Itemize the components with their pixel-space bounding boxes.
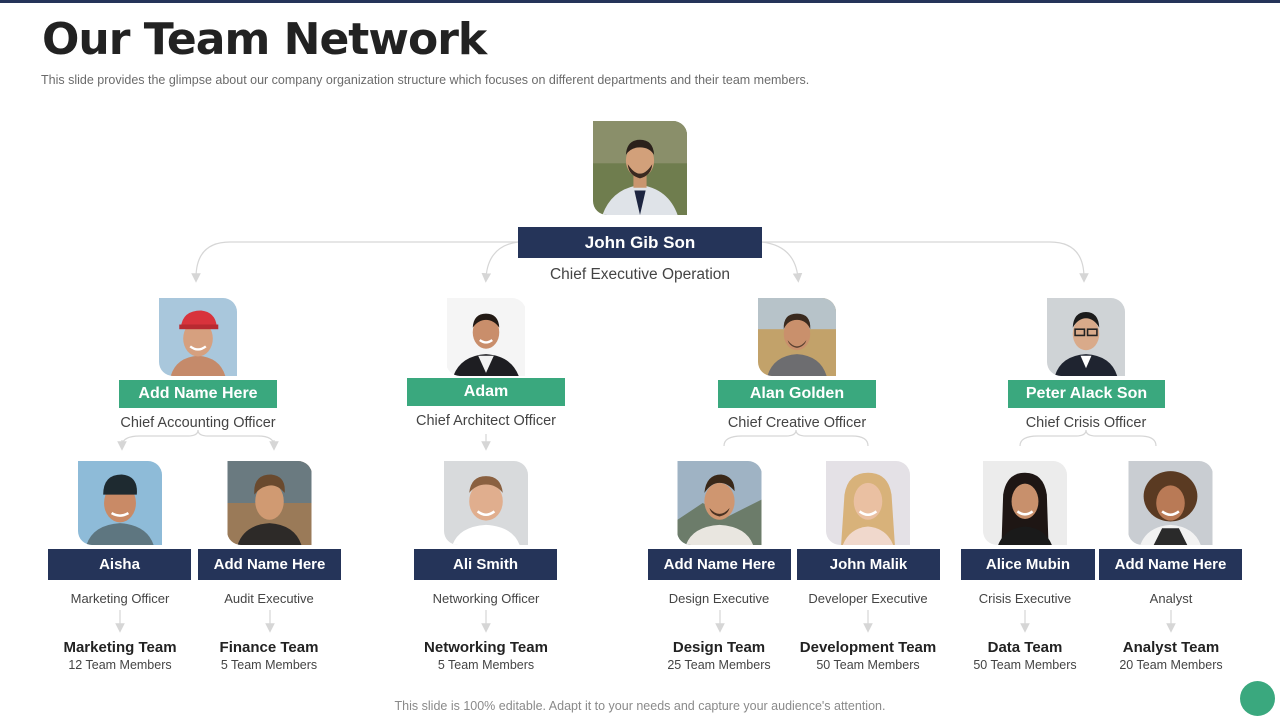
footer-note: This slide is 100% editable. Adapt it to… [394,699,886,713]
member-role: Developer Executive [808,591,928,606]
ceo-name-bar: John Gib Son [518,227,762,258]
chief-photo [446,298,526,376]
corner-circle-decoration [1240,681,1275,716]
chief-role: Chief Creative Officer [727,415,867,431]
connector-chief-3-brace [723,429,869,447]
team-name: Networking Team [424,639,548,656]
member-role: Analyst [1149,591,1193,606]
chief-photo [1047,298,1125,376]
chief-role: Chief Crisis Officer [1025,415,1147,431]
team-member-count: 12 Team Members [68,658,172,672]
team-member-count: 50 Team Members [816,658,920,672]
member-name-bar: Aisha [48,549,191,580]
member-role: Networking Officer [432,591,540,606]
chief-role: Chief Accounting Officer [120,415,276,431]
connector-ceo-chief-2 [481,241,519,283]
team-member-count: 20 Team Members [1119,658,1223,672]
member-photo [826,461,910,545]
member-role: Crisis Executive [978,591,1072,606]
chief-role: Chief Architect Officer [416,413,556,429]
ceo-role: Chief Executive Operation [549,266,731,283]
team-name: Development Team [799,639,937,656]
member-name-bar: Alice Mubin [961,549,1095,580]
team-member-count: 25 Team Members [667,658,771,672]
team-member-count: 50 Team Members [973,658,1077,672]
team-name: Data Team [987,639,1063,656]
connector-chief-4-brace [1019,429,1157,447]
member-name-bar: Ali Smith [414,549,557,580]
top-accent-bar [0,0,1280,3]
member-name-bar: John Malik [797,549,940,580]
member-role: Marketing Officer [70,591,170,606]
member-name-bar: Add Name Here [198,549,341,580]
member-role: Audit Executive [224,591,314,606]
connector-ceo-chief-1 [191,241,518,283]
page-title: Our Team Network [42,14,487,65]
chief-photo [758,298,836,376]
page-subtitle: This slide provides the glimpse about ou… [41,73,810,87]
member-photo [677,461,762,545]
team-member-count: 5 Team Members [220,658,318,672]
connector-chief-1-brace [121,429,275,447]
team-member-count: 5 Team Members [437,658,535,672]
chief-name-bar: Adam [407,378,565,406]
member-name-bar: Add Name Here [648,549,791,580]
member-role: Design Executive [668,591,770,606]
member-photo [227,461,312,545]
member-name-bar: Add Name Here [1099,549,1242,580]
member-photo [78,461,162,545]
team-name: Marketing Team [63,639,177,656]
team-name: Design Team [672,639,766,656]
chief-name-bar: Add Name Here [119,380,277,408]
team-name: Analyst Team [1122,639,1220,656]
member-photo [444,461,528,545]
chief-name-bar: Alan Golden [718,380,876,408]
member-photo [983,461,1067,545]
team-name: Finance Team [219,639,319,656]
chief-name-bar: Peter Alack Son [1008,380,1165,408]
connector-ceo-chief-3 [761,241,803,283]
member-photo [1128,461,1213,545]
ceo-photo [593,121,687,215]
connector-ceo-chief-4 [762,241,1089,283]
chief-photo [159,298,237,376]
